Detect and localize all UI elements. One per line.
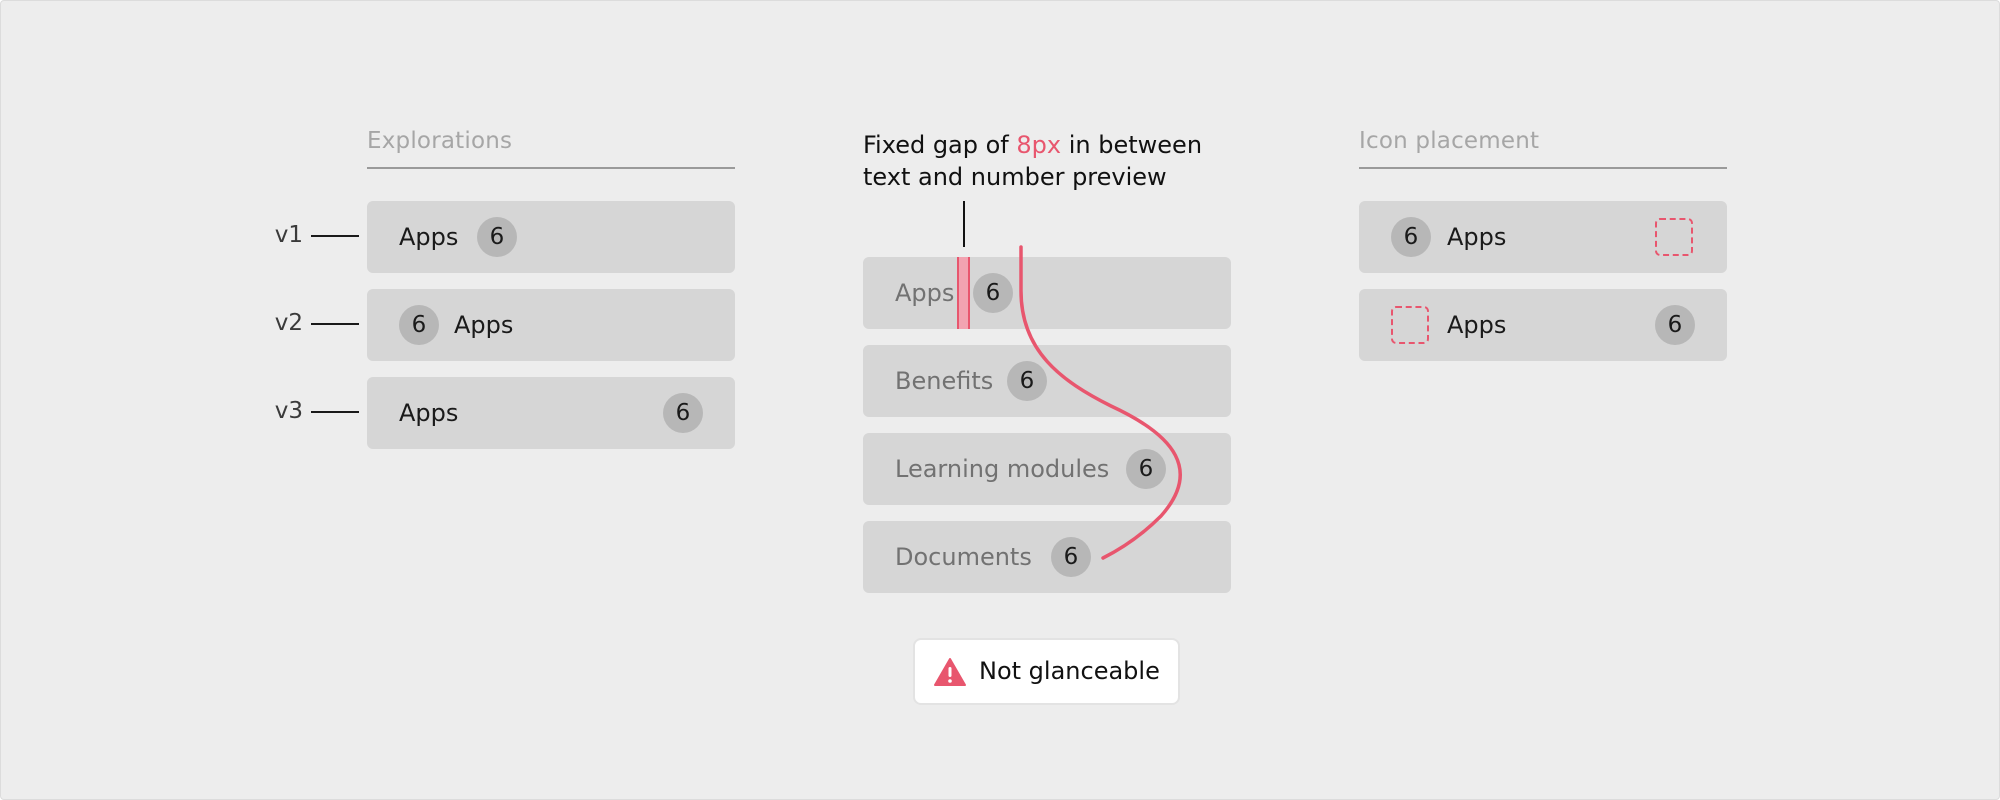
explorations-title: Explorations bbox=[367, 128, 513, 154]
version-label-v3: v3 bbox=[274, 398, 303, 424]
count-badge: 6 bbox=[399, 305, 439, 345]
explorations-divider bbox=[367, 167, 735, 169]
gap-value-highlight: 8px bbox=[1016, 131, 1062, 159]
icon-placement-item-1[interactable]: 6 Apps bbox=[1359, 201, 1727, 273]
badge-drift-path bbox=[1019, 245, 1182, 560]
nav-item-label: Apps bbox=[1447, 311, 1507, 339]
warning-text: Not glanceable bbox=[979, 657, 1160, 685]
nav-item-label: Documents bbox=[895, 543, 1032, 571]
count-badge: 6 bbox=[1126, 449, 1166, 489]
placeholder-icon bbox=[1655, 218, 1693, 256]
count-badge: 6 bbox=[477, 217, 517, 257]
warning-triangle-icon bbox=[934, 658, 966, 686]
count-badge: 6 bbox=[1391, 217, 1431, 257]
version-label-v2: v2 bbox=[274, 310, 303, 336]
gap-annotation: Fixed gap of 8px in between text and num… bbox=[863, 129, 1223, 193]
icon-placement-title: Icon placement bbox=[1359, 128, 1540, 154]
version-connector-v1 bbox=[311, 235, 359, 237]
example-item-documents[interactable]: Documents 6 bbox=[863, 521, 1231, 593]
nav-item-label: Apps bbox=[1447, 223, 1507, 251]
placeholder-icon bbox=[1391, 306, 1429, 344]
count-badge: 6 bbox=[1007, 361, 1047, 401]
nav-item-label: Apps bbox=[454, 311, 514, 339]
gap-highlight bbox=[957, 257, 970, 329]
count-badge: 6 bbox=[1051, 537, 1091, 577]
icon-placement-item-2[interactable]: Apps 6 bbox=[1359, 289, 1727, 361]
count-badge: 6 bbox=[1655, 305, 1695, 345]
nav-item-label: Apps bbox=[399, 223, 459, 251]
nav-item-label: Benefits bbox=[895, 367, 994, 395]
count-badge: 6 bbox=[663, 393, 703, 433]
nav-item-v3[interactable]: Apps 6 bbox=[367, 377, 735, 449]
gap-annotation-suffix: in between bbox=[1061, 131, 1203, 159]
gap-annotation-line2: text and number preview bbox=[863, 163, 1167, 191]
nav-item-v1[interactable]: Apps 6 bbox=[367, 201, 735, 273]
count-badge: 6 bbox=[973, 273, 1013, 313]
warning-chip: Not glanceable bbox=[913, 638, 1180, 705]
gap-annotation-prefix: Fixed gap of bbox=[863, 131, 1017, 159]
example-item-benefits[interactable]: Benefits 6 bbox=[863, 345, 1231, 417]
nav-item-v2[interactable]: 6 Apps bbox=[367, 289, 735, 361]
nav-item-label: Apps bbox=[399, 399, 459, 427]
nav-item-label: Apps bbox=[895, 279, 955, 307]
nav-item-label: Learning modules bbox=[895, 455, 1110, 483]
icon-placement-divider bbox=[1359, 167, 1727, 169]
version-connector-v2 bbox=[311, 323, 359, 325]
gap-annotation-line1: Fixed gap of 8px in between bbox=[863, 129, 1223, 161]
example-item-apps[interactable]: Apps 6 bbox=[863, 257, 1231, 329]
annotation-pointer-line bbox=[963, 201, 965, 247]
version-label-v1: v1 bbox=[274, 222, 303, 248]
version-connector-v3 bbox=[311, 411, 359, 413]
